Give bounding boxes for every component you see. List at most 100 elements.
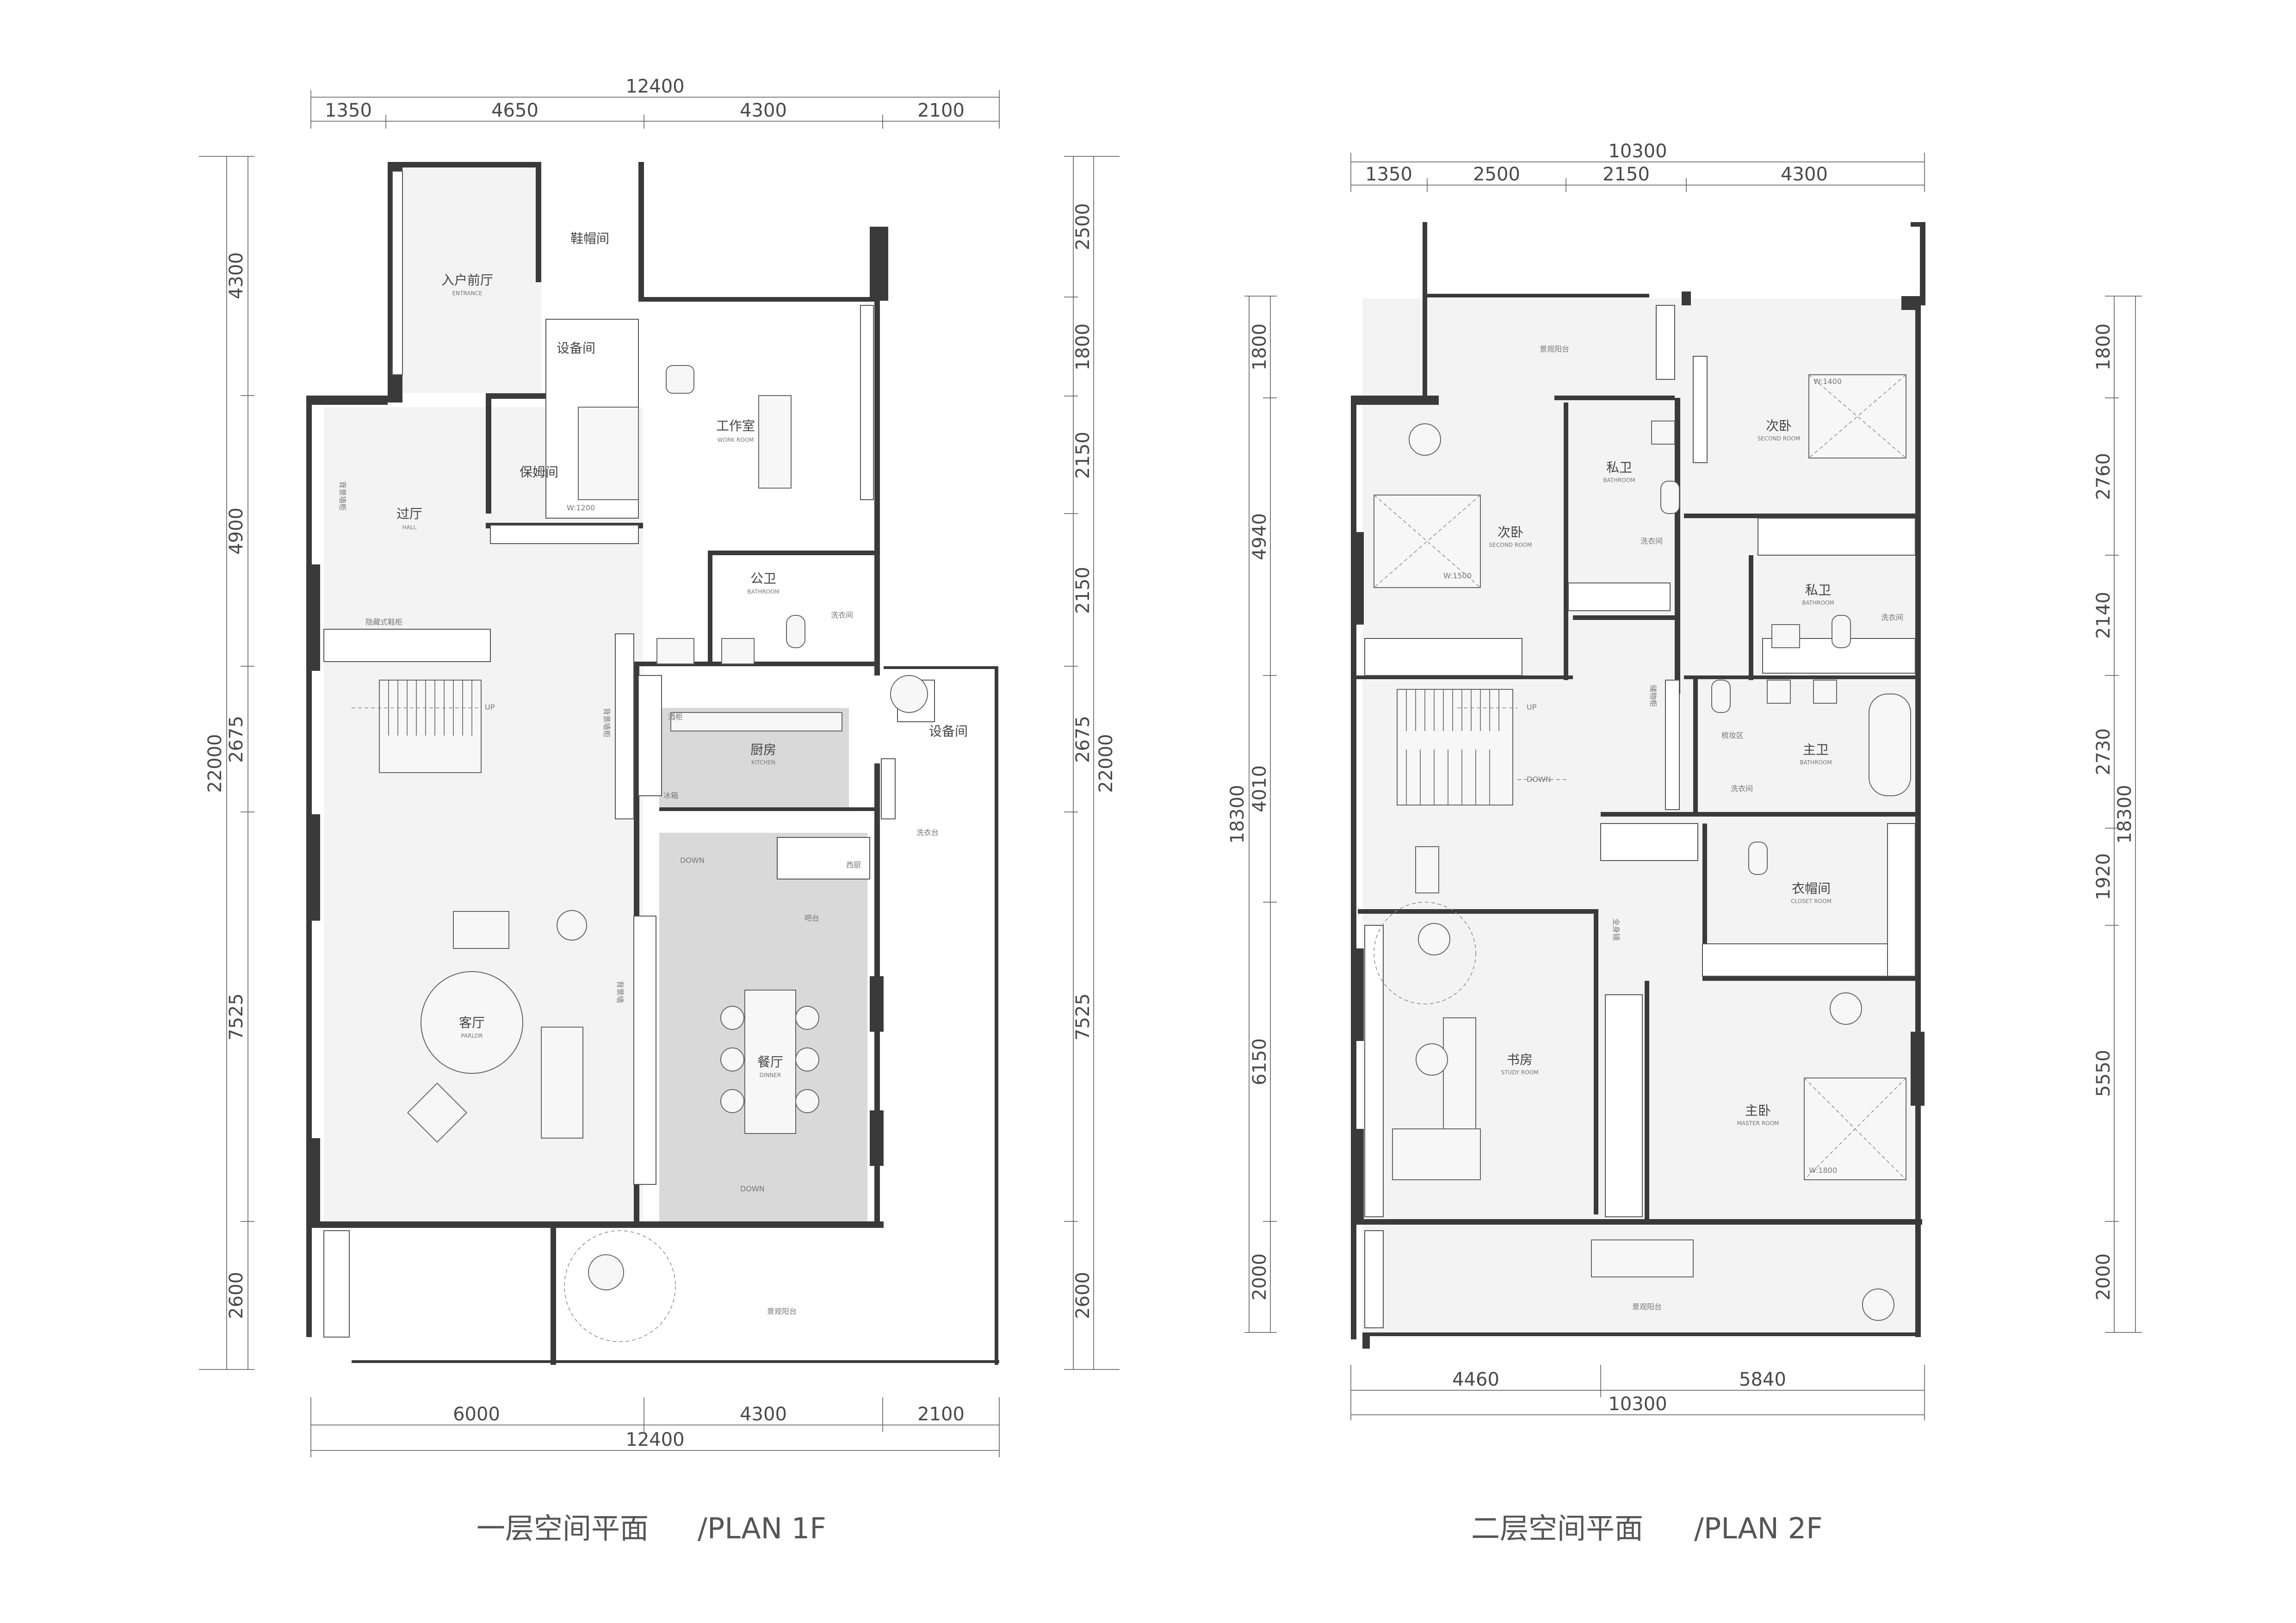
stairs-2f: UP DOWN xyxy=(1397,689,1568,805)
room-cloak-en: CLOSET ROOM xyxy=(1791,898,1832,904)
room-hall-en: HALL xyxy=(402,524,417,531)
dims-top-2f: 10300 1350 2500 2150 4300 xyxy=(1350,141,1925,192)
note-w1500: W:1500 xyxy=(1443,571,1472,580)
dim-1f-top-1: 1350 xyxy=(325,100,372,121)
sofa-top xyxy=(453,911,509,949)
dim-1f-top-3: 4300 xyxy=(740,100,787,121)
dims-bottom-2f: 4460 5840 10300 xyxy=(1350,1365,1925,1420)
plan-1f-subtitle: /PLAN 1F xyxy=(698,1511,826,1545)
labels-1f: 入户前厅 ENTRANCE 鞋帽间 设备间 保姆间 W:1200 工作室 WOR… xyxy=(338,231,968,1316)
room-work: 工作室 xyxy=(716,418,755,434)
room-master: 主卧 xyxy=(1745,1103,1771,1118)
note-w1200: W:1200 xyxy=(567,503,595,512)
dim-2f-top-3: 2150 xyxy=(1603,164,1650,185)
dim-1f-left-5: 2600 xyxy=(226,1272,247,1319)
furniture-1f xyxy=(407,365,928,1342)
dim-1f-bottom-3: 2100 xyxy=(917,1404,965,1425)
dim-1f-bottom-total: 12400 xyxy=(625,1429,684,1450)
equip-tank xyxy=(890,675,928,713)
dims-top-1f: 12400 1350 4650 4300 2100 xyxy=(310,76,1000,129)
room-private-b: 私卫 xyxy=(1805,582,1831,598)
room-private-a-en: BATHROOM xyxy=(1603,477,1635,483)
room-dinner-en: DINNER xyxy=(760,1072,781,1078)
dim-2f-top-4: 4300 xyxy=(1781,164,1828,185)
note-down2-1f: DOWN xyxy=(740,1184,765,1193)
dim-2f-bottom-total: 10300 xyxy=(1608,1394,1667,1415)
dim-2f-right-4: 2730 xyxy=(2093,728,2114,775)
room-equip2: 设备间 xyxy=(929,724,968,739)
work-desk xyxy=(758,395,792,489)
room-dinner: 餐厅 xyxy=(757,1054,783,1070)
room-balcony-top-2f: 景观阳台 xyxy=(1540,345,1569,353)
bathtub xyxy=(1869,694,1911,796)
dim-1f-left-4: 7525 xyxy=(226,993,247,1041)
dim-2f-right-6: 5550 xyxy=(2093,1050,2114,1097)
room-shoe: 鞋帽间 xyxy=(570,231,609,246)
stairs-1f: UP xyxy=(352,680,495,773)
dim-1f-right-1: 2500 xyxy=(1072,203,1094,250)
dim-2f-left-4: 6150 xyxy=(1249,1038,1270,1085)
dim-1f-right-3: 2150 xyxy=(1072,432,1094,479)
furniture-2f xyxy=(1374,374,1911,1321)
labels-2f: 景观阳台 次卧 SECOND ROOM W:1500 私卫 BATHROOM 洗… xyxy=(1443,345,1903,1311)
dim-2f-left-5: 2000 xyxy=(1249,1253,1270,1301)
room-work-en: WORK ROOM xyxy=(718,437,754,443)
dim-2f-right-5: 1920 xyxy=(2093,853,2114,900)
room-second-b: 次卧 xyxy=(1766,418,1792,434)
kitchen-island xyxy=(670,712,842,731)
room-master-bath-en: BATHROOM xyxy=(1800,759,1832,766)
dim-2f-top-total: 10300 xyxy=(1608,141,1667,162)
dims-bottom-1f: 6000 4300 2100 12400 xyxy=(310,1397,1000,1457)
plan-2f: 10300 1350 2500 2150 4300 18300 1800 494… xyxy=(1227,141,2142,1545)
dining-table xyxy=(744,990,796,1134)
dim-1f-top-4: 2100 xyxy=(917,100,965,121)
dim-1f-left-total: 22000 xyxy=(204,734,226,793)
work-chair xyxy=(666,365,694,394)
up-label-2f: UP xyxy=(1527,703,1537,712)
note-bg-wall: 背景墙 xyxy=(616,981,625,1003)
dim-2f-left-3: 4010 xyxy=(1249,765,1270,812)
dims-left-1f: 22000 4300 4900 2675 7525 2600 xyxy=(199,156,254,1370)
note-storage: 储物柜 xyxy=(1649,685,1658,707)
side-table xyxy=(557,910,587,941)
room-second-b-en: SECOND ROOM xyxy=(1758,435,1801,442)
note-down-1f: DOWN xyxy=(680,856,705,865)
room-equip: 设备间 xyxy=(557,341,595,356)
room-master-bath: 主卫 xyxy=(1803,742,1829,757)
study-desk xyxy=(1443,1017,1476,1129)
room-hall: 过厅 xyxy=(396,506,422,521)
room-nanny: 保姆间 xyxy=(520,465,558,480)
up-label-1f: UP xyxy=(485,703,495,712)
dim-1f-right-7: 2600 xyxy=(1072,1272,1094,1319)
note-full-mirror: 全身镜 xyxy=(1612,918,1621,941)
dim-1f-right-2: 1800 xyxy=(1072,323,1094,371)
dim-1f-right-6: 7525 xyxy=(1072,993,1094,1041)
plan-2f-title: 二层空间平面 xyxy=(1471,1511,1643,1545)
dim-1f-top-2: 4650 xyxy=(491,100,538,121)
plan-1f: 12400 1350 4650 4300 2100 22000 4300 490… xyxy=(199,76,1120,1545)
room-private-a: 私卫 xyxy=(1606,460,1632,475)
room-laundry-b: 洗衣间 xyxy=(1881,613,1903,622)
dim-1f-left-3: 2675 xyxy=(226,716,247,763)
room-private-b-en: BATHROOM xyxy=(1802,600,1834,606)
dim-2f-right-7: 2000 xyxy=(2093,1253,2114,1301)
dim-2f-bottom-1: 4460 xyxy=(1452,1369,1499,1390)
dims-right-2f: 18300 1800 2760 2140 2730 1920 5550 2000 xyxy=(2093,296,2142,1333)
room-laundry-c: 洗衣间 xyxy=(1731,784,1753,793)
armchair xyxy=(407,1082,468,1143)
room-balcony-bottom-2f: 景观阳台 xyxy=(1632,1302,1662,1311)
dim-2f-top-1: 1350 xyxy=(1365,164,1412,185)
room-cloak: 衣帽间 xyxy=(1792,881,1831,896)
walls-2f xyxy=(1351,222,1925,1349)
dim-2f-right-2: 2760 xyxy=(2093,453,2114,500)
balcony-bench-2f xyxy=(1591,1239,1694,1277)
room-kitchen-en: KITCHEN xyxy=(751,759,775,766)
dim-1f-bottom-2: 4300 xyxy=(740,1404,787,1425)
dim-1f-right-4: 2150 xyxy=(1072,567,1094,614)
dim-2f-left-1: 1800 xyxy=(1249,323,1270,371)
plan-2f-subtitle: /PLAN 2F xyxy=(1694,1511,1823,1545)
room-west-kitchen: 西厨 xyxy=(846,861,861,869)
dim-2f-right-1: 1800 xyxy=(2093,323,2114,371)
dim-2f-left-total: 18300 xyxy=(1227,785,1248,843)
